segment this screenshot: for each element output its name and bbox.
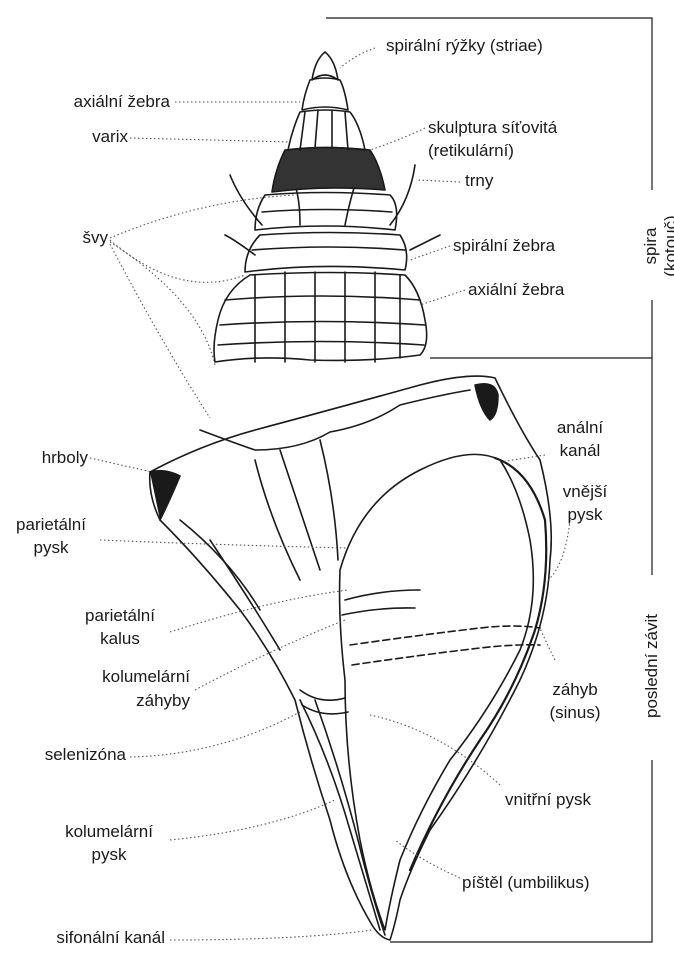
label-spire-1: spira [641, 201, 661, 291]
label-columellar-folds-1: kolumelární [40, 667, 190, 687]
leader-knobs [90, 458, 152, 472]
leader-sutures-c [110, 242, 215, 365]
label-spire-2: (kotouč) [661, 201, 674, 291]
leader-columellar-lip [170, 800, 335, 840]
leader-spiral-ribs [410, 246, 450, 260]
label-columellar-folds-2: záhyby [40, 691, 190, 711]
leader-siphonal [170, 930, 372, 940]
leader-inner-lip [370, 715, 500, 785]
label-parietal-callus-2: kalus [65, 629, 175, 649]
label-varix: varix [20, 127, 128, 147]
aperture-outline [340, 454, 534, 930]
label-parietal-lip-1: parietální [2, 515, 100, 535]
columella [300, 700, 380, 930]
leader-varix [130, 138, 290, 142]
leader-spines [418, 180, 460, 182]
leader-reticulate [370, 128, 425, 150]
label-spines: trny [465, 171, 493, 191]
whorl-6 [214, 273, 427, 363]
label-parietal-callus-1: parietální [65, 606, 175, 626]
label-columellar-lip-1: kolumelární [50, 822, 168, 842]
label-anal-canal-2: kanál [540, 441, 620, 461]
leader-sutures-b [110, 240, 245, 282]
leader-axial-ribs-mid [420, 290, 465, 305]
label-spiral-striae: spirální rýžky (striae) [386, 36, 543, 56]
leader-umbilicus [395, 840, 460, 878]
label-umbilicus: píštěl (umbilikus) [462, 873, 590, 893]
label-last-whorl: poslední závit [642, 606, 662, 726]
label-parietal-lip-2: pysk [2, 538, 100, 558]
label-axial-ribs-mid: axiální žebra [468, 280, 564, 300]
label-reticulate-2: (retikulární) [428, 141, 514, 161]
leader-spiral-striae [340, 48, 375, 68]
leader-sutures-a [110, 195, 295, 238]
label-reticulate-1: skulptura síťovitá [428, 118, 557, 138]
label-anal-canal-1: anální [540, 418, 620, 438]
whorl-5 [245, 233, 407, 273]
label-knobs: hrboly [20, 448, 88, 468]
shoulder-ridge [200, 390, 470, 450]
shell-body-outline [150, 376, 552, 940]
label-outer-lip-1: vnější [550, 482, 620, 502]
leader-sinus [540, 628, 555, 660]
leader-sutures-d [110, 244, 210, 418]
apex [312, 52, 338, 80]
whorl-3 [272, 148, 385, 193]
label-siphonal-canal: sifonální kanál [5, 928, 165, 948]
label-sinus-1: záhyb [530, 680, 620, 700]
whorl-2 [288, 110, 365, 150]
label-sinus-2: (sinus) [530, 703, 620, 723]
whorl-1 [302, 78, 348, 110]
label-outer-lip-2: pysk [550, 505, 620, 525]
label-sutures: švy [20, 228, 108, 248]
leader-parietal-callus [170, 590, 348, 632]
label-spiral-ribs: spirální žebra [453, 236, 555, 256]
label-selenizone: selenizóna [10, 745, 126, 765]
label-inner-lip: vnitřní pysk [505, 790, 591, 810]
label-columellar-lip-2: pysk [50, 845, 168, 865]
label-axial-ribs-top: axiální žebra [20, 92, 170, 112]
leader-selenizone [130, 712, 300, 757]
